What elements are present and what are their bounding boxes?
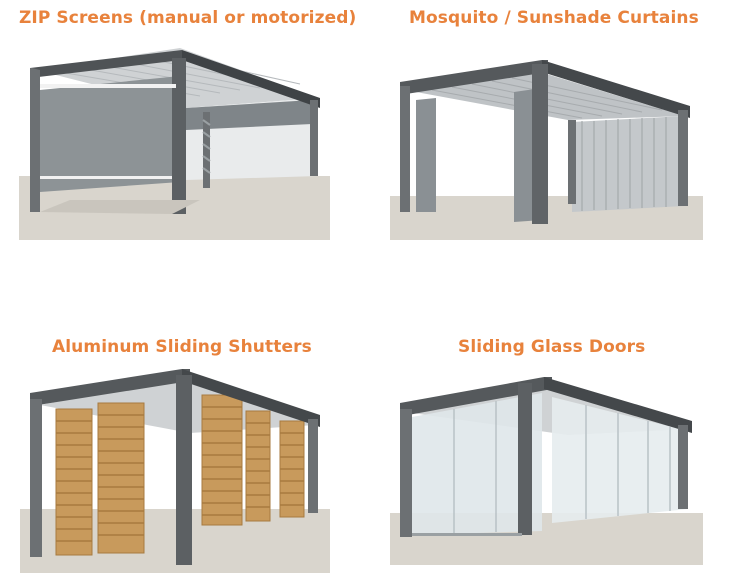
panel-mosquito-curtains: Mosquito / Sunshade Curtains [372,0,743,289]
panel-title-sliding-glass-doors: Sliding Glass Doors [458,337,646,357]
panel-title-mosquito-curtains: Mosquito / Sunshade Curtains [409,8,699,28]
pergola-mosquito-curtains-illustration [390,60,703,240]
panel-zip-screens: ZIP Screens (manual or motorized) [0,0,372,289]
pergola-zip-screens-illustration [19,48,330,240]
panel-title-sliding-shutters: Aluminum Sliding Shutters [52,337,312,357]
pergola-sliding-glass-doors-illustration [390,377,703,565]
panel-sliding-shutters: Aluminum Sliding Shutters [0,289,372,578]
panel-title-zip-screens: ZIP Screens (manual or motorized) [19,8,357,28]
pergola-sliding-shutters-illustration [20,369,330,573]
panel-sliding-glass-doors: Sliding Glass Doors [372,289,743,578]
